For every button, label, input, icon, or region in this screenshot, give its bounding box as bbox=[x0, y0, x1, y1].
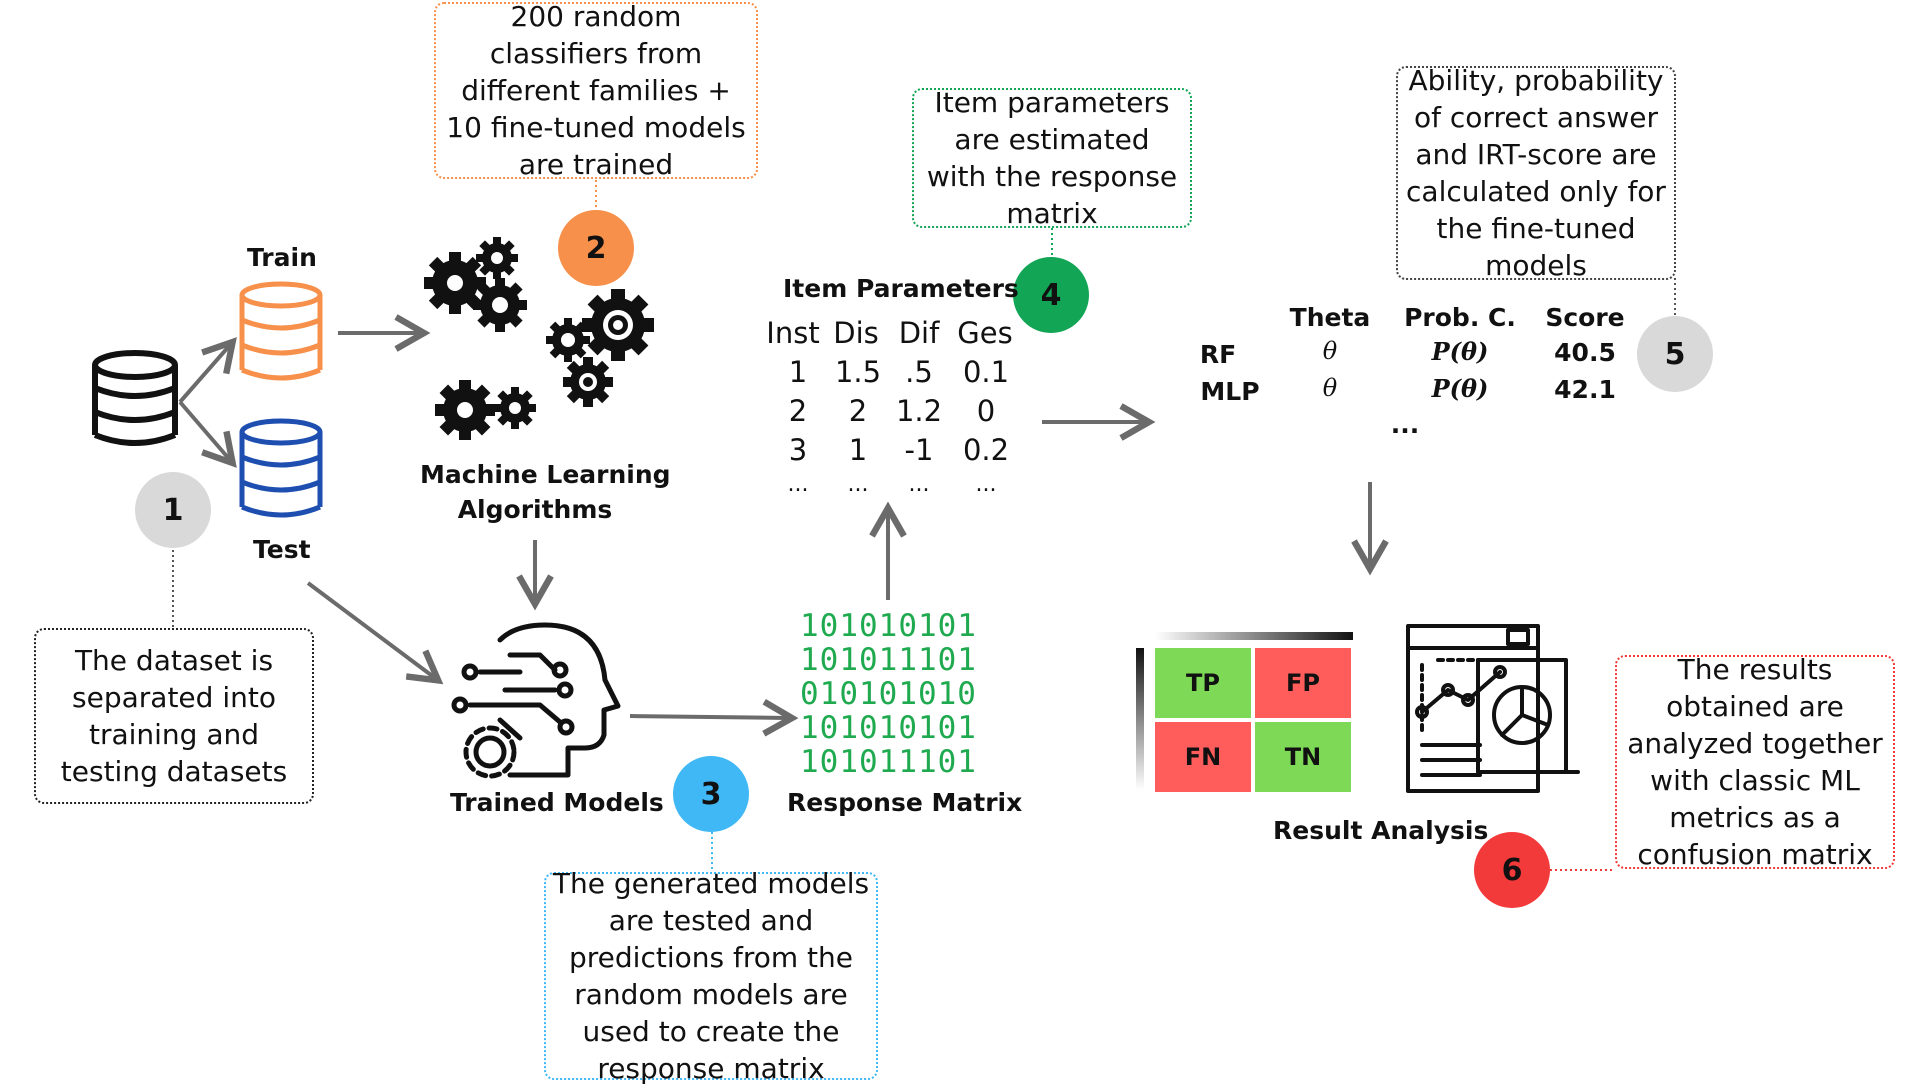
item-cell: 0.1 bbox=[962, 355, 1010, 389]
arrow-db-train bbox=[178, 337, 237, 404]
item-cell: 0 bbox=[976, 394, 996, 428]
step-2-circle: 2 bbox=[558, 210, 634, 286]
item-cell: 1.5 bbox=[834, 355, 882, 389]
step-3-note: The generated models are tested and pred… bbox=[544, 867, 878, 1085]
step-1-note: The dataset is separated into training a… bbox=[34, 628, 314, 804]
train-database-icon bbox=[239, 281, 323, 381]
ai-head-icon bbox=[451, 622, 621, 779]
score-col-header: Score bbox=[1545, 303, 1625, 332]
score-value: 42.1 bbox=[1554, 375, 1616, 404]
step-1-circle: 1 bbox=[135, 472, 211, 548]
trained-models-label: Trained Models bbox=[450, 788, 664, 817]
item-col-header: Dif bbox=[898, 316, 940, 350]
item-cell: 0.2 bbox=[962, 433, 1010, 467]
item-cell: ... bbox=[847, 472, 869, 497]
cm-fp: FP bbox=[1255, 648, 1351, 718]
step-3-circle: 3 bbox=[673, 756, 749, 832]
step-6-note: The results obtained are analyzed togeth… bbox=[1615, 653, 1895, 871]
step-2-note: 200 random classifiers from different fa… bbox=[434, 0, 758, 181]
cm-fn: FN bbox=[1155, 722, 1251, 792]
train-label: Train bbox=[247, 243, 317, 272]
score-ellipsis: ... bbox=[1390, 410, 1420, 439]
report-chart-icon bbox=[1406, 624, 1580, 793]
item-col-header: Ges bbox=[957, 316, 1013, 350]
arrow-models-matrix bbox=[629, 698, 799, 737]
item-col-header: Inst bbox=[766, 316, 820, 350]
response-matrix-label: Response Matrix bbox=[787, 788, 1023, 817]
ml-algorithms-label-line1: Machine Learning bbox=[420, 460, 671, 489]
item-cell: -1 bbox=[904, 433, 934, 467]
step-4-note: Item parameters are estimated with the r… bbox=[912, 86, 1192, 230]
binary-row: 101010101 bbox=[800, 710, 977, 746]
score-theta: θ bbox=[1322, 337, 1338, 365]
score-row-model: RF bbox=[1199, 340, 1237, 369]
step-5-note: Ability, probability of correct answer a… bbox=[1396, 64, 1676, 282]
test-database-icon bbox=[239, 418, 323, 518]
item-cell: ... bbox=[908, 472, 930, 497]
database-icon bbox=[92, 350, 178, 446]
step-6-circle: 6 bbox=[1474, 832, 1550, 908]
item-cell: 2 bbox=[788, 394, 808, 428]
score-prob: P(θ) bbox=[1431, 337, 1489, 366]
step-5-circle: 5 bbox=[1637, 316, 1713, 392]
binary-row: 101011101 bbox=[800, 744, 977, 780]
item-cell: ... bbox=[787, 472, 809, 497]
test-label: Test bbox=[253, 535, 311, 564]
item-cell: 1.2 bbox=[895, 394, 943, 428]
item-cell: .5 bbox=[905, 355, 933, 389]
score-row-model: MLP bbox=[1200, 377, 1260, 406]
item-col-header: Dis bbox=[833, 316, 879, 350]
cm-tn: TN bbox=[1255, 722, 1351, 792]
result-analysis-label: Result Analysis bbox=[1273, 816, 1489, 845]
score-col-header: Prob. C. bbox=[1404, 303, 1516, 332]
score-theta: θ bbox=[1322, 374, 1338, 402]
binary-row: 101011101 bbox=[800, 642, 977, 678]
cm-tp: TP bbox=[1155, 648, 1251, 718]
arrow-test-models bbox=[306, 581, 444, 685]
score-col-header: Theta bbox=[1289, 303, 1371, 332]
score-value: 40.5 bbox=[1554, 338, 1616, 367]
arrow-db-test bbox=[178, 400, 237, 468]
item-cell: ... bbox=[975, 472, 997, 497]
binary-row: 010101010 bbox=[800, 676, 977, 712]
step-4-circle: 4 bbox=[1013, 257, 1089, 333]
ml-algorithms-label-line2: Algorithms bbox=[457, 495, 613, 524]
score-prob: P(θ) bbox=[1431, 374, 1489, 403]
binary-row: 101010101 bbox=[800, 608, 977, 644]
item-cell: 3 bbox=[788, 433, 808, 467]
item-cell: 1 bbox=[788, 355, 808, 389]
item-cell: 2 bbox=[848, 394, 868, 428]
cm-left-bar bbox=[1136, 648, 1144, 790]
item-parameters-label: Item Parameters bbox=[783, 274, 1019, 303]
item-cell: 1 bbox=[848, 433, 868, 467]
cm-top-bar bbox=[1155, 632, 1353, 640]
